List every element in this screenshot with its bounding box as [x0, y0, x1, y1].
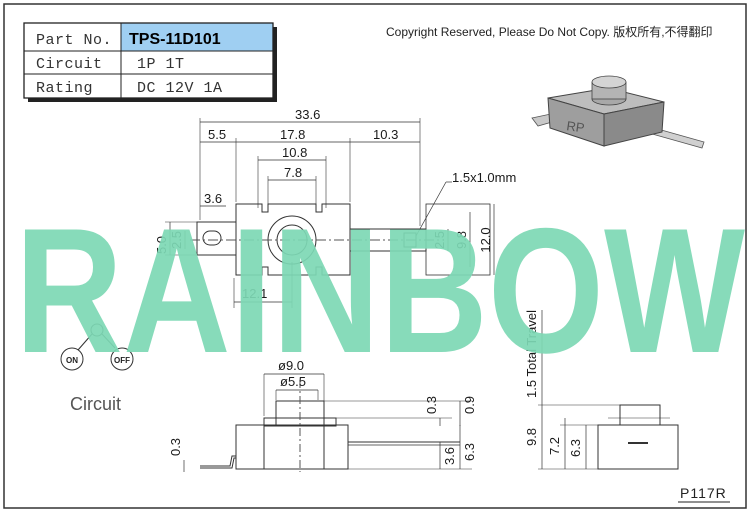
- rating-label: Rating: [36, 80, 93, 97]
- dim-button-diameter: ø5.5: [280, 374, 306, 389]
- dim-actuator-height: 7.2: [547, 437, 562, 455]
- product-photo: RP: [531, 75, 705, 149]
- dim-body-length: 17.8: [280, 127, 305, 142]
- dim-body-height-inner: 9.8: [454, 231, 469, 249]
- dim-tab-height-inner: 2.5: [169, 231, 184, 249]
- dim-lead-offset: 3.6: [442, 447, 457, 465]
- part-no-value: TPS-11D101: [129, 31, 221, 48]
- dim-outer-diameter: ø9.0: [278, 358, 304, 373]
- top-view-dimensions: 33.6 5.5 17.8 10.3 10.8 7.8 3.6 1.5x1.0m…: [154, 107, 516, 301]
- circuit-diagram: ON OFF Circuit: [60, 323, 134, 414]
- table-shadow-bottom: [28, 98, 277, 102]
- on-terminal: [60, 347, 84, 371]
- sheet-border: [3, 3, 747, 509]
- spec-table: Part No. TPS-11D101 Circuit 1P 1T Rating…: [23, 22, 277, 102]
- on-label: ON: [66, 356, 78, 365]
- front-view: [183, 373, 472, 472]
- page-code: P117R: [680, 485, 727, 501]
- part-number-highlight: [121, 23, 273, 51]
- dim-tab-height-outer: 5.0: [154, 236, 169, 254]
- dim-right-tab: 10.3: [373, 127, 398, 142]
- dim-inner-cutout: 7.8: [284, 165, 302, 180]
- rating-value: DC 12V 1A: [137, 80, 223, 97]
- dim-outer-cutout: 10.8: [282, 145, 307, 160]
- part-no-label: Part No.: [36, 32, 112, 49]
- dim-button-height: 0.9: [462, 396, 477, 414]
- dim-body-height-side: 6.3: [568, 439, 583, 457]
- product-logo: RP: [566, 118, 586, 135]
- dim-overall-height: 9.8: [524, 428, 539, 446]
- copyright-notice: Copyright Reserved, Please Do Not Copy. …: [386, 24, 713, 39]
- off-terminal: [110, 347, 134, 371]
- dim-total-travel: 1.5 Total Travel: [524, 310, 539, 398]
- circuit-value: 1P 1T: [137, 56, 185, 73]
- dim-lead-thickness: 0.3: [168, 438, 183, 456]
- dim-body-height-front: 6.3: [462, 443, 477, 461]
- watermark-logo: RAINBOW: [15, 191, 745, 390]
- side-view-dimensions: 1.5 Total Travel 9.8 7.2 6.3: [524, 310, 583, 457]
- top-view: [165, 118, 495, 308]
- dim-body-height-outer: 12.0: [478, 227, 493, 252]
- front-view-dimensions: ø9.0 ø5.5 0.3 0.3 0.9 3.6 6.3: [168, 358, 477, 465]
- dim-center-offset: 12.1: [242, 286, 267, 301]
- dim-gap: 0.3: [424, 396, 439, 414]
- table-shadow-right: [273, 27, 277, 102]
- mounting-hole: [202, 230, 222, 246]
- off-label: OFF: [114, 356, 130, 365]
- dim-lead-height: 2.5: [432, 231, 447, 249]
- circuit-caption: Circuit: [70, 394, 121, 414]
- side-view: [538, 310, 679, 470]
- dim-slot: 1.5x1.0mm: [452, 170, 516, 185]
- dim-hole-width: 3.6: [204, 191, 222, 206]
- dim-left-tab: 5.5: [208, 127, 226, 142]
- dim-overall-length: 33.6: [295, 107, 320, 122]
- circuit-label: Circuit: [36, 56, 103, 73]
